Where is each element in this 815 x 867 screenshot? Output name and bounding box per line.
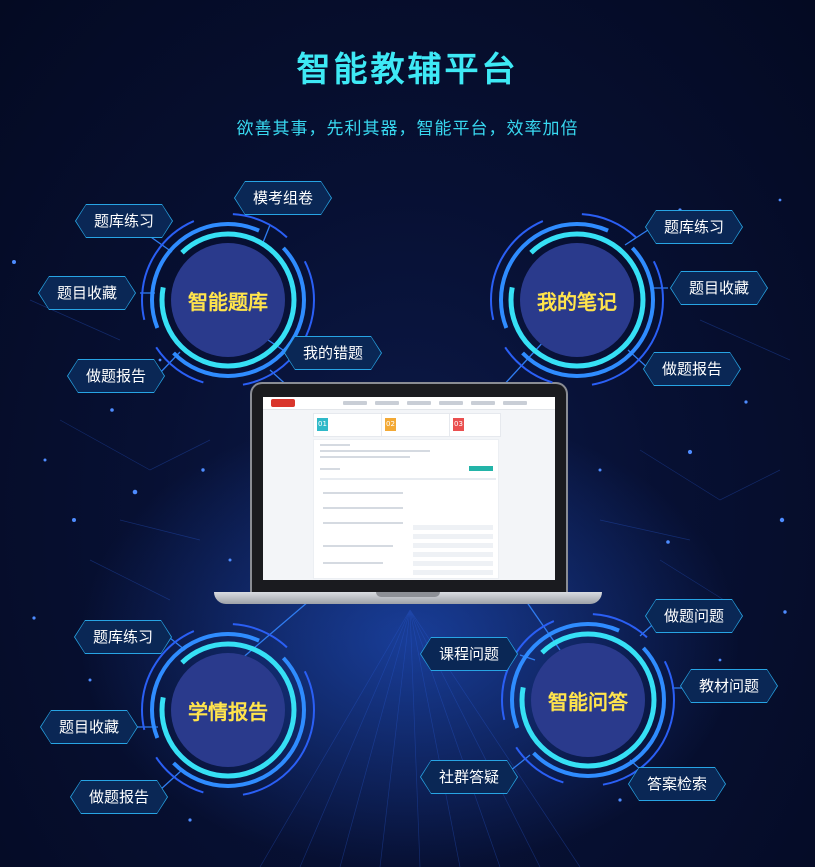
hub-ring: [141, 623, 315, 797]
tag-exercise-questions[interactable]: 做题问题: [645, 599, 743, 633]
tag-answer-search[interactable]: 答案检索: [628, 767, 726, 801]
tag-textbook-questions[interactable]: 教材问题: [680, 669, 778, 703]
tag-practice-report[interactable]: 做题报告: [67, 359, 165, 393]
hub-label: 智能题库: [188, 289, 268, 314]
tag-favorites[interactable]: 题目收藏: [38, 276, 136, 310]
tag-mock-exam[interactable]: 模考组卷: [234, 181, 332, 215]
screen-logo: [271, 399, 295, 407]
tag-course-questions[interactable]: 课程问题: [420, 637, 518, 671]
page-title: 智能教辅平台: [296, 50, 519, 90]
screen-card: 02: [381, 413, 457, 437]
tag-practice-report[interactable]: 做题报告: [70, 780, 168, 814]
hub-label: 智能问答: [548, 689, 628, 714]
tag-practice-report[interactable]: 做题报告: [643, 352, 741, 386]
tag-favorites[interactable]: 题目收藏: [670, 271, 768, 305]
tag-practice[interactable]: 题库练习: [75, 204, 173, 238]
hub-report[interactable]: 学情报告: [138, 620, 318, 800]
tag-wrong-questions[interactable]: 我的错题: [284, 336, 382, 370]
hub-question-bank[interactable]: 智能题库: [138, 210, 318, 390]
laptop-notch: [376, 592, 440, 597]
tag-practice[interactable]: 题库练习: [74, 620, 172, 654]
page-subtitle: 欲善其事，先利其器，智能平台，效率加倍: [236, 119, 579, 139]
tag-community-qa[interactable]: 社群答疑: [420, 760, 518, 794]
screen-panel: [313, 439, 499, 579]
hub-notes[interactable]: 我的笔记: [487, 210, 667, 390]
hub-ring: [501, 613, 675, 787]
laptop-screen: 01 02 03: [263, 397, 555, 580]
screen-card: 01: [313, 413, 389, 437]
screen-card: 03: [449, 413, 501, 437]
hub-ring: [490, 213, 664, 387]
tag-favorites[interactable]: 题目收藏: [40, 710, 138, 744]
screen-topbar: [263, 397, 555, 410]
hub-qa[interactable]: 智能问答: [498, 610, 678, 790]
tag-practice[interactable]: 题库练习: [645, 210, 743, 244]
hub-ring: [141, 213, 315, 387]
hub-label: 我的笔记: [537, 289, 617, 314]
hub-label: 学情报告: [188, 699, 268, 724]
laptop-base: [214, 592, 602, 604]
